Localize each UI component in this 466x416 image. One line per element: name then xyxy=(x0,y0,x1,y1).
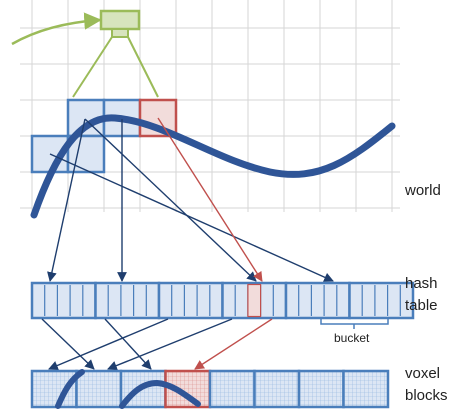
voxel-blocks-label-line1: voxel xyxy=(405,365,441,382)
frustum-right-edge xyxy=(127,36,159,98)
voxel-grid xyxy=(208,369,256,409)
camera-icon xyxy=(99,9,141,38)
voxel-grid xyxy=(342,369,390,409)
frustum-left-edge xyxy=(72,36,113,98)
voxel-surface-fragment xyxy=(55,369,85,409)
voxel-surface-fragment xyxy=(119,379,201,409)
hash-lookup-arrows xyxy=(47,118,334,282)
bucket-label: bucket xyxy=(334,331,370,345)
world-grid xyxy=(20,0,400,212)
hash-bucket xyxy=(348,281,415,320)
hash-table xyxy=(30,281,415,320)
voxel-grid xyxy=(253,369,301,409)
voxel-block-array xyxy=(30,369,390,409)
voxel-blocks-label-line2: blocks xyxy=(405,387,448,404)
bucket-brace xyxy=(320,318,389,329)
voxel-grid xyxy=(75,369,123,409)
hash-lookup-arrow-highlighted xyxy=(157,117,263,282)
camera-view-arrow xyxy=(11,12,102,46)
hash-table-label-line2: table xyxy=(405,297,438,314)
hash-bucket xyxy=(284,281,351,320)
world-label: world xyxy=(405,182,441,199)
hash-entry-highlighted xyxy=(247,283,262,318)
surface-curve xyxy=(30,114,396,219)
pointer-arrow-highlighted xyxy=(194,318,273,370)
hash-bucket xyxy=(30,281,97,320)
hash-bucket xyxy=(157,281,224,320)
hash-bucket xyxy=(94,281,161,320)
hash-table-label-line1: hash xyxy=(405,275,438,292)
voxel-grid xyxy=(297,369,345,409)
pointer-arrows xyxy=(41,318,233,371)
